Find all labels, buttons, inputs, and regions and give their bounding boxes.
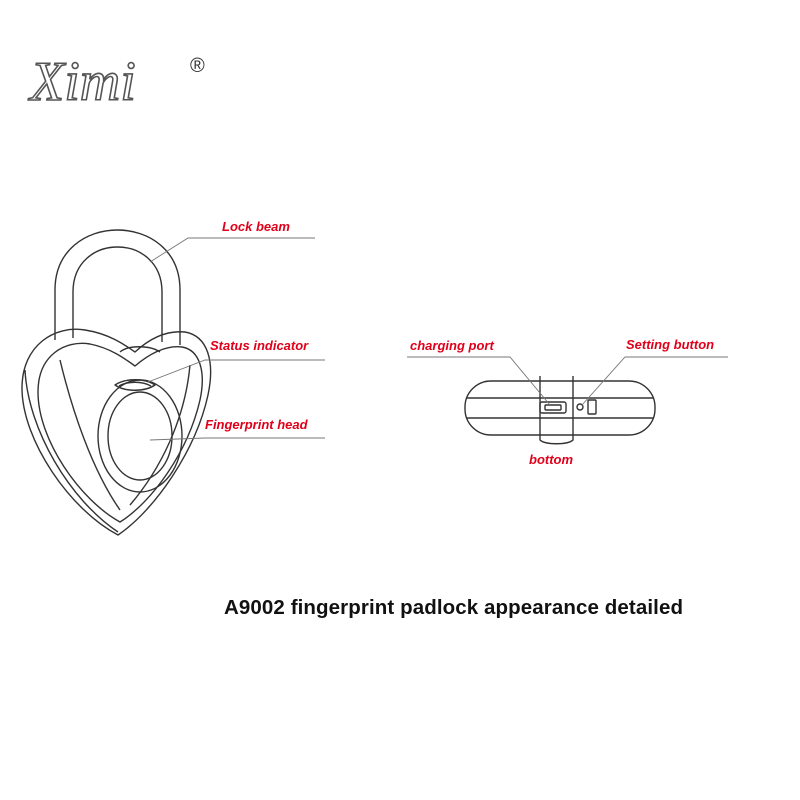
leader-charging-port (407, 356, 551, 406)
setting-button-hole (576, 399, 597, 415)
label-lock-beam: Lock beam (222, 219, 290, 234)
fingerprint-head-sensor (97, 379, 183, 493)
leader-status-indicator (147, 359, 325, 383)
brand-logo: Ximi ® (22, 38, 222, 118)
leader-setting-button (581, 356, 728, 406)
label-status-indicator: Status indicator (210, 338, 309, 353)
leader-fingerprint-head (149, 437, 325, 441)
padlock-body (21, 328, 212, 536)
label-setting-button: Setting button (626, 337, 715, 352)
bottom-view (464, 376, 656, 445)
logo-text: Ximi (28, 51, 136, 113)
lock-beam-shackle (54, 229, 181, 345)
label-fingerprint-head: Fingerprint head (205, 417, 308, 432)
label-bottom: bottom (529, 452, 574, 467)
leader-lock-beam (149, 237, 315, 263)
label-charging-port: charging port (410, 338, 494, 353)
charging-port-slot (539, 401, 567, 414)
registered-mark: ® (190, 55, 205, 77)
ximi-logo-mark: Ximi ® (27, 50, 205, 114)
diagram-caption: A9002 fingerprint padlock appearance det… (224, 596, 684, 619)
